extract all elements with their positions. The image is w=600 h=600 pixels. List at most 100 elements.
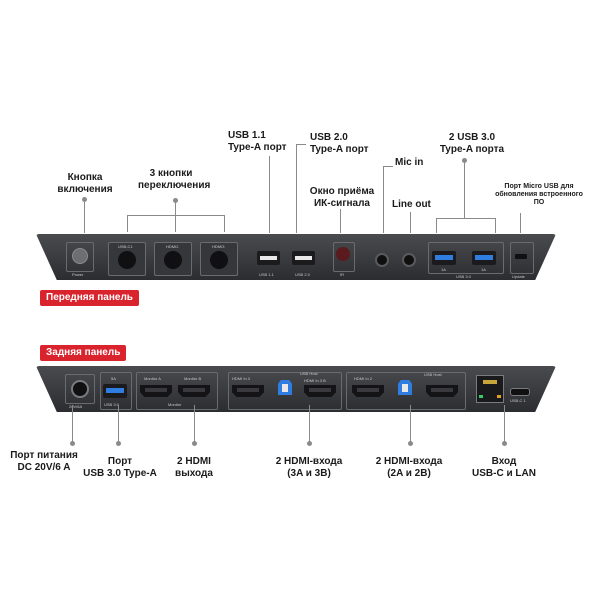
usb30-back-port[interactable] bbox=[103, 384, 127, 398]
ir-label: IR bbox=[340, 272, 344, 277]
dc-power-port[interactable] bbox=[71, 380, 89, 398]
switch-label-usbc1: USB-C1 bbox=[118, 244, 133, 249]
usb11-port[interactable] bbox=[257, 251, 280, 265]
usb30-port-1[interactable] bbox=[432, 251, 456, 265]
leader-dot bbox=[408, 441, 413, 446]
lan-contacts bbox=[483, 380, 497, 384]
leader-dot bbox=[192, 441, 197, 446]
callout-usb30-ports: 2 USB 3.0 Type-A порта bbox=[439, 132, 505, 155]
hdmi-in-3a[interactable] bbox=[232, 385, 264, 397]
switch-button-2[interactable] bbox=[164, 251, 182, 269]
usb20-port[interactable] bbox=[292, 251, 315, 265]
usb-host-port-3[interactable] bbox=[278, 380, 292, 395]
hdmi-in-2b[interactable] bbox=[426, 385, 458, 397]
hdmi-out-a[interactable] bbox=[140, 385, 172, 397]
callout-power-button: Кнопка включения bbox=[57, 172, 113, 195]
hdmi2-group-frame bbox=[346, 372, 466, 410]
callout-line-out: Line out bbox=[392, 199, 431, 210]
leader-line bbox=[175, 200, 176, 232]
callout-hdmi-in-2: 2 HDMI-входа (2A и 2B) bbox=[375, 456, 443, 479]
leader-line bbox=[495, 218, 496, 233]
dc-port-label: 20V/6A bbox=[69, 404, 83, 409]
ir-window-frame bbox=[333, 242, 355, 272]
usb20-port-label: USB 2.0 bbox=[295, 272, 310, 277]
monitor-a-label: Monitor A bbox=[144, 376, 161, 381]
front-panel-device: Power USB-C1 HDMI2 HDMI3 USB 1.1 USB 2.0… bbox=[36, 234, 556, 280]
leader-line bbox=[269, 156, 270, 233]
power-button[interactable] bbox=[72, 248, 88, 264]
usb-host-port-2[interactable] bbox=[398, 380, 412, 395]
line-out-jack[interactable] bbox=[402, 253, 416, 267]
usb30-port-2[interactable] bbox=[472, 251, 496, 265]
ir-window bbox=[336, 247, 350, 261]
lan-led-amber bbox=[497, 395, 501, 398]
hdmi-in-2a[interactable] bbox=[352, 385, 384, 397]
leader-line bbox=[194, 405, 195, 445]
usb-host-label-2: USB Host bbox=[424, 372, 442, 377]
switch-label-hdmi2: HDMI2 bbox=[166, 244, 179, 249]
usb11-port-label: USB 1.1 bbox=[259, 272, 274, 277]
switch-button-frame-3 bbox=[200, 242, 238, 276]
front-panel-tag: Передняя панель bbox=[40, 290, 139, 306]
usb-c-label: USB-C 1 bbox=[510, 398, 526, 403]
leader-line bbox=[410, 405, 411, 445]
lan-port[interactable] bbox=[476, 375, 504, 403]
monitor-group-label: Monitor bbox=[168, 402, 182, 407]
update-label: Update bbox=[512, 274, 525, 279]
mic-in-jack[interactable] bbox=[375, 253, 389, 267]
usb30-port-2-label: 1A bbox=[481, 267, 486, 272]
switch-button-frame-2 bbox=[154, 242, 192, 276]
leader-line bbox=[296, 144, 306, 145]
switch-button-3[interactable] bbox=[210, 251, 228, 269]
callout-usb20-port: USB 2.0 Type-A порт bbox=[310, 132, 369, 155]
dc-port-frame bbox=[65, 374, 95, 404]
hdmi-in-3b[interactable] bbox=[304, 385, 336, 397]
monitor-group-frame bbox=[136, 372, 218, 410]
leader-line bbox=[296, 144, 297, 233]
usb30-port-1-label: 1A bbox=[441, 267, 446, 272]
switch-button-frame-1 bbox=[108, 242, 146, 276]
leader-line bbox=[520, 213, 521, 233]
usb-c-port[interactable] bbox=[510, 388, 530, 396]
lan-led-green bbox=[479, 395, 483, 398]
power-button-frame bbox=[66, 242, 94, 272]
leader-dot bbox=[116, 441, 121, 446]
leader-line bbox=[118, 405, 119, 445]
callout-dc-power: Порт питания DC 20V/6 A bbox=[10, 450, 78, 473]
callout-hdmi-out: 2 HDMI выхода bbox=[175, 456, 213, 479]
leader-line bbox=[309, 405, 310, 445]
callout-usbc-lan: Вход USB-C и LAN bbox=[472, 456, 536, 479]
leader-line bbox=[383, 166, 393, 167]
monitor-b-label: Monitor B bbox=[184, 376, 202, 381]
micro-usb-port[interactable] bbox=[515, 254, 527, 259]
leader-line bbox=[383, 166, 384, 233]
leader-dot bbox=[462, 158, 467, 163]
leader-dot bbox=[173, 198, 178, 203]
usb-host-label-3: USB Host bbox=[300, 371, 318, 376]
power-port-label: Power bbox=[72, 272, 84, 277]
hdmi-out-b[interactable] bbox=[178, 385, 210, 397]
leader-line bbox=[127, 215, 128, 232]
hdmi3-group-frame bbox=[228, 372, 342, 410]
leader-line bbox=[504, 405, 505, 445]
callout-mic-in: Mic in bbox=[395, 157, 424, 168]
usb-out-label: USB 3.0 bbox=[104, 402, 119, 407]
hdmi3b-in-label: HDMI In 3 B bbox=[304, 378, 326, 383]
leader-dot bbox=[82, 197, 87, 202]
switch-label-hdmi3: HDMI3 bbox=[212, 244, 225, 249]
switch-button-1[interactable] bbox=[118, 251, 136, 269]
callout-usb30-back: Порт USB 3.0 Type-A bbox=[83, 456, 157, 479]
usb-out-frame bbox=[100, 372, 132, 410]
usb30-group-label: USB 3.0 bbox=[456, 274, 471, 279]
callout-switch-buttons: 3 кнопки переключения bbox=[138, 168, 211, 191]
leader-dot bbox=[70, 441, 75, 446]
back-panel-tag: Задняя панель bbox=[40, 345, 127, 361]
leader-line bbox=[436, 218, 437, 233]
callout-hdmi-in-3: 2 HDMI-входа (3A и 3B) bbox=[275, 456, 343, 479]
leader-line bbox=[224, 215, 225, 232]
leader-line bbox=[410, 212, 411, 233]
usb-out-current: 5A bbox=[111, 376, 116, 381]
leader-line bbox=[340, 209, 341, 233]
leader-line bbox=[84, 199, 85, 233]
leader-bracket bbox=[127, 215, 225, 216]
